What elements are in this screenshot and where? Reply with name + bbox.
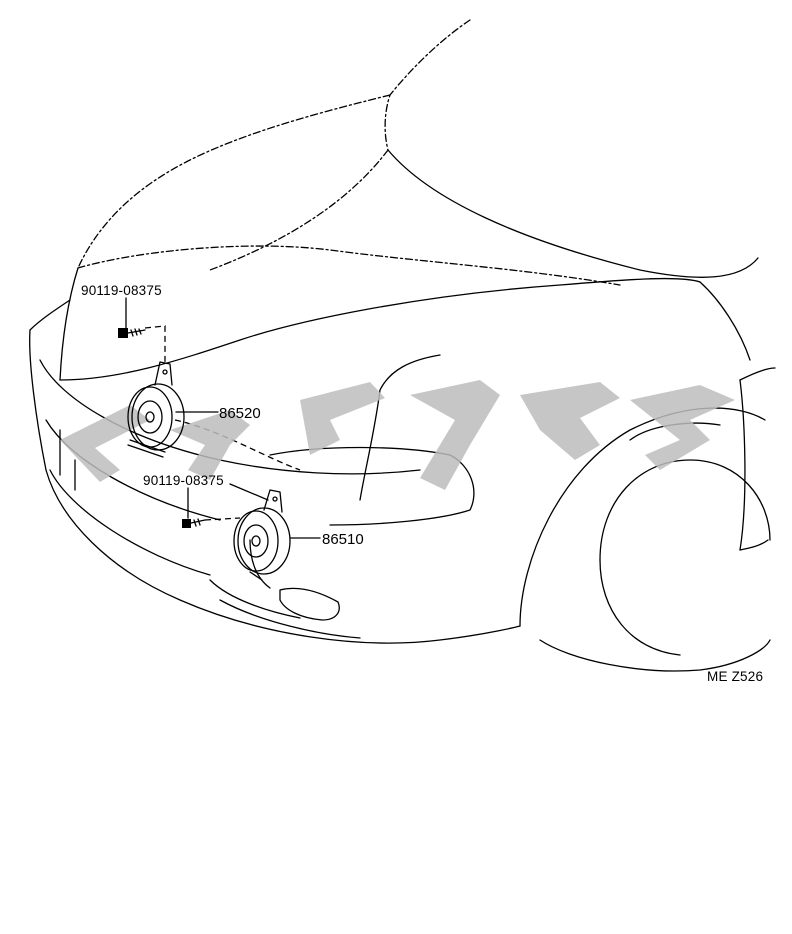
callout-horn-upper: 86520 xyxy=(219,405,261,422)
figure-code: ME Z526 xyxy=(707,669,763,684)
horn-lower xyxy=(233,489,291,581)
callout-horn-lower: 86510 xyxy=(322,531,364,548)
watermark-logo xyxy=(60,380,735,490)
bolt-upper xyxy=(118,325,166,365)
callout-bolt-lower: 90119-08375 xyxy=(143,473,224,488)
bolt-lower xyxy=(182,517,241,528)
callout-bolt-upper: 90119-08375 xyxy=(81,283,162,298)
horn-upper xyxy=(127,361,185,458)
leader-lines xyxy=(125,297,321,539)
car-body-outline xyxy=(29,19,776,672)
